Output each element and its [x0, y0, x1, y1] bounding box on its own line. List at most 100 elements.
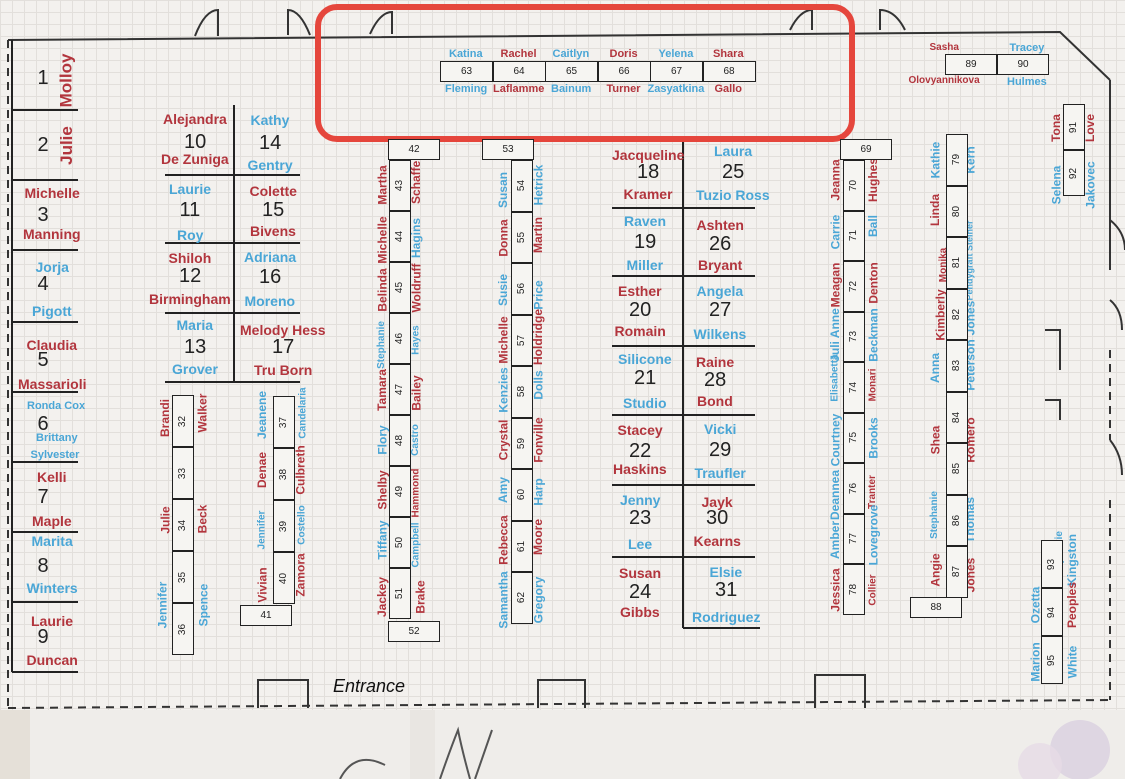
- vendor-name: Laura: [714, 143, 753, 159]
- table-44: 44: [389, 211, 411, 262]
- table-87: 87: [946, 546, 968, 598]
- vendor-name: Monari: [866, 368, 878, 402]
- table-93: 93: [1041, 540, 1063, 588]
- vendor-name: Turner: [606, 82, 641, 95]
- table-34: 34: [172, 499, 194, 551]
- table-66: 66: [597, 61, 651, 82]
- vendor-name: Sasha: [929, 42, 959, 53]
- booth-number-12: 12: [179, 265, 202, 287]
- table-40: 40: [273, 552, 295, 604]
- table-38: 38: [273, 448, 295, 500]
- table-71: 71: [843, 210, 865, 261]
- table-41: 41: [240, 605, 292, 626]
- vendor-name: Culbreth: [293, 445, 308, 495]
- vendor-name: Costello: [296, 505, 308, 545]
- table-91: 91: [1063, 104, 1085, 150]
- table-48: 48: [389, 415, 411, 466]
- booth-number-23: 23: [629, 507, 652, 529]
- vendor-name: Beck: [194, 504, 209, 534]
- vendor-name: Melody Hess: [240, 322, 326, 338]
- vendor-name: Jennifer: [255, 510, 267, 550]
- table-69: 69: [840, 139, 892, 160]
- vendor-name: Birmingham: [149, 291, 231, 307]
- vendor-name: Fonville: [531, 417, 546, 463]
- vendor-name: Michelle: [496, 316, 511, 364]
- table-84: 84: [946, 391, 968, 443]
- table-90: 90: [997, 54, 1049, 75]
- table-57: 57: [511, 314, 533, 366]
- vendor-name: Angie: [928, 553, 943, 587]
- vendor-name: Raine: [696, 354, 735, 370]
- booth-number-19: 19: [634, 231, 657, 253]
- vendor-name: Harp: [531, 478, 546, 506]
- vendor-name: Amber: [828, 520, 843, 560]
- vendor-name: Gallo: [714, 82, 743, 95]
- vendor-name: Jackey: [375, 576, 390, 618]
- table-83: 83: [946, 340, 968, 392]
- vendor-name: Love: [1083, 113, 1098, 143]
- vendor-name: Deannea: [828, 469, 843, 521]
- table-81: 81: [946, 237, 968, 289]
- table-85: 85: [946, 443, 968, 495]
- vendor-name: Jenny: [620, 492, 661, 508]
- table-78: 78: [843, 564, 865, 615]
- vendor-name: Stephanie: [375, 321, 387, 369]
- vendor-name: Susan: [496, 171, 511, 209]
- vendor-name: Julie: [158, 506, 173, 534]
- vendor-name: Jennifer: [154, 581, 169, 629]
- vendor-name: Kelli: [37, 469, 67, 485]
- booth-number-7: 7: [37, 486, 49, 508]
- vendor-name: Belinda: [375, 268, 390, 312]
- booth-number-27: 27: [709, 299, 732, 321]
- vendor-name: Hulmes: [1007, 75, 1047, 88]
- table-52: 52: [388, 621, 440, 642]
- vendor-name: Dolls: [531, 370, 546, 400]
- vendor-name: Michelle: [24, 185, 80, 201]
- booth-number-22: 22: [629, 440, 652, 462]
- vendor-name: Price: [531, 280, 546, 310]
- booth-number-15: 15: [262, 199, 285, 221]
- bottom-decoration: [0, 710, 1110, 779]
- vendor-name: Walker: [194, 393, 209, 433]
- table-47: 47: [389, 364, 411, 415]
- vendor-name: Jayk: [701, 494, 733, 510]
- table-50: 50: [389, 517, 411, 568]
- table-75: 75: [843, 412, 865, 463]
- vendor-name: Stephanie: [928, 491, 940, 539]
- vendor-name: Gregory: [530, 576, 545, 624]
- vendor-name: Woldruff: [409, 263, 424, 313]
- table-72: 72: [843, 261, 865, 312]
- vendor-name: Angela: [696, 283, 744, 299]
- vendor-name: Martin: [531, 217, 545, 253]
- vendor-name: Zamora: [293, 553, 308, 597]
- vendor-name: Castro: [409, 424, 421, 456]
- table-60: 60: [511, 469, 533, 521]
- vendor-name: Carrie: [827, 214, 842, 250]
- vendor-name: Samantha: [496, 571, 511, 629]
- vendor-name: Denae: [255, 451, 270, 489]
- table-86: 86: [946, 494, 968, 546]
- table-55: 55: [511, 211, 533, 263]
- vendor-name: Alejandra: [163, 111, 227, 127]
- vendor-name: Jacqueline: [612, 147, 685, 163]
- vendor-name: Flory: [375, 425, 390, 455]
- vendor-name: Adriana: [244, 249, 297, 265]
- vendor-name: Anna: [928, 353, 942, 383]
- vendor-name: Peoples: [1065, 581, 1080, 629]
- booth-name: Julie: [56, 125, 76, 165]
- vendor-name: Colette: [249, 183, 297, 199]
- vendor-name: Sylvester: [30, 448, 80, 461]
- vendor-name: Amy: [496, 476, 511, 504]
- booth-number-3: 3: [37, 204, 49, 226]
- table-88: 88: [910, 597, 962, 618]
- vendor-name: Roy: [177, 227, 204, 243]
- vendor-name: Moreno: [244, 293, 296, 309]
- vendor-name: Vivian: [255, 567, 270, 603]
- vendor-name: Rodriguez: [692, 609, 761, 625]
- vendor-name: Vicki: [704, 421, 737, 437]
- vendor-name: Susan: [619, 565, 662, 581]
- vendor-name: Doris: [609, 47, 638, 60]
- table-74: 74: [843, 362, 865, 413]
- vendor-name: Susie: [496, 273, 511, 307]
- vendor-name: Schaffer: [409, 155, 424, 205]
